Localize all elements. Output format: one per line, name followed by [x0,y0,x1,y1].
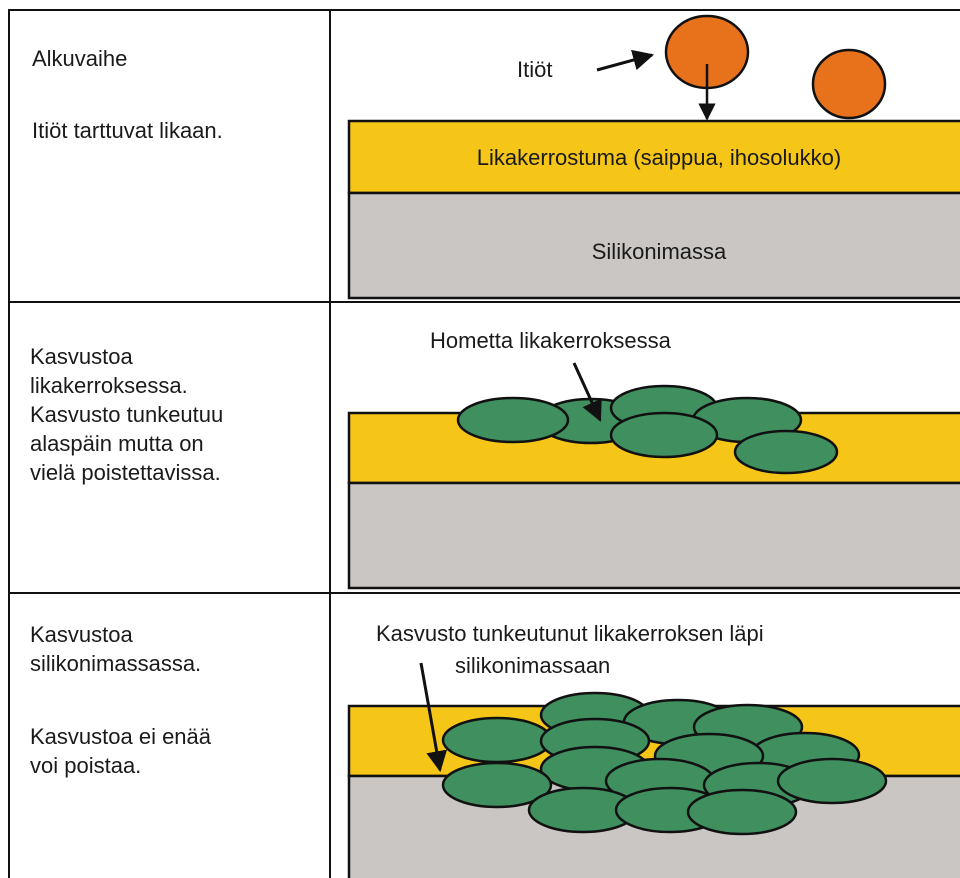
mold-colony [443,718,551,762]
mold-colony [458,398,568,442]
penetration-callout-line-1: Kasvusto tunkeutunut likakerroksen läpi [376,619,764,648]
stage-2-description-line-1: Kasvusto tunkeutuu [30,400,223,429]
stage-2-heading: Kasvustoa [30,342,133,371]
silicone-base-label: Silikonimassa [349,237,960,266]
mold-colony [688,790,796,834]
mold-callout-label: Hometta likakerroksessa [430,326,671,355]
mold-colony [735,431,837,473]
mold-colony [611,413,717,457]
spore-label: Itiöt [517,55,552,84]
spore [813,50,885,118]
mold-colony [778,759,886,803]
stage-2-illustration [349,363,960,588]
stage-2-description-line-3: vielä poistettavissa. [30,458,221,487]
spore-arrow [597,55,652,70]
stage-3-description-line-1: Kasvustoa ei enää [30,722,211,751]
dirt-layer-label: Likakerrostuma (saippua, ihosolukko) [349,143,960,172]
penetration-callout-line-2: silikonimassaan [455,651,610,680]
stage-3-description-line-2: voi poistaa. [30,751,141,780]
stage-2-heading-line-2: likakerroksessa. [30,371,188,400]
stage-2-description-line-2: alaspäin mutta on [30,429,204,458]
stage-1-description: Itiöt tarttuvat likaan. [32,116,223,145]
stage-1-heading: Alkuvaihe [32,44,127,73]
stage-3-heading: Kasvustoa [30,620,133,649]
silicone-base [349,483,960,588]
stage-3-illustration [349,663,960,878]
stage-3-heading-line-2: silikonimassassa. [30,649,201,678]
